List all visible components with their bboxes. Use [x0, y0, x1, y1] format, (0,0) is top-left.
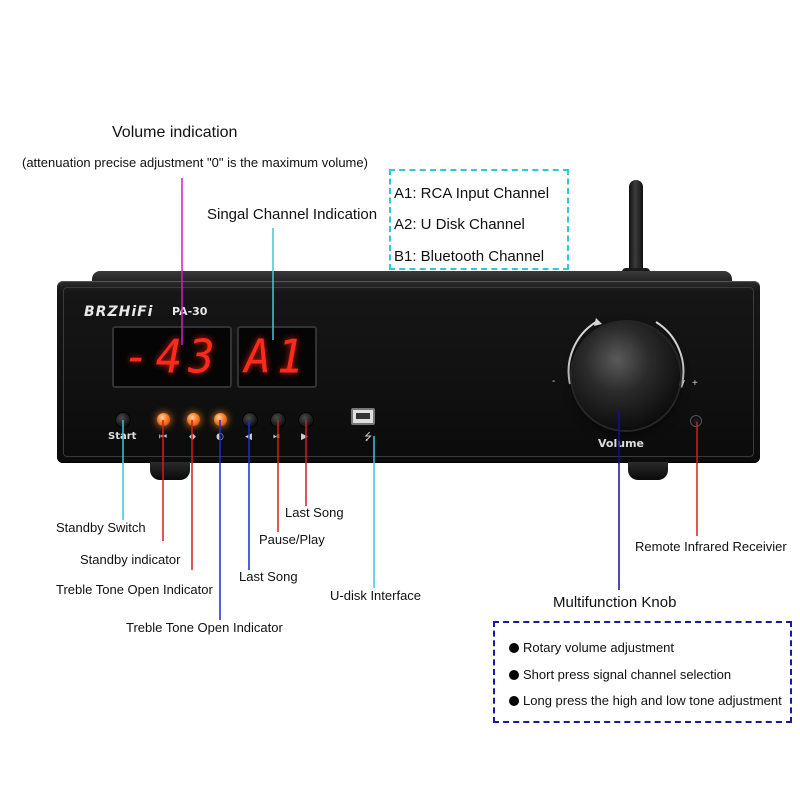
amplifier-foot-left [150, 462, 190, 480]
brand-logo: BRZHiFi [84, 304, 154, 320]
volume-display-value: -43 [123, 330, 221, 384]
remote-ir-label: Remote Infrared Receivier [635, 539, 787, 554]
pause-play-label: Pause/Play [259, 532, 325, 547]
minus-icon: - [552, 376, 556, 387]
multifunction-knob-title: Multifunction Knob [553, 594, 677, 611]
volume-indication-title: Volume indication [112, 124, 238, 141]
bullet-icon [509, 670, 519, 680]
channel-legend-a2: A2: U Disk Channel [394, 216, 525, 233]
usb-port[interactable] [351, 408, 375, 425]
volume-knob-label: Volume [598, 437, 644, 450]
treble-indicator-label-1: Treble Tone Open Indicator [56, 582, 213, 597]
volume-indication-note: (attenuation precise adjustment "0" is t… [22, 155, 368, 170]
standby-switch-label: Standby Switch [56, 520, 146, 535]
channel-display-value: A1 [244, 330, 310, 384]
treble-indicator-label-2: Treble Tone Open Indicator [126, 620, 283, 635]
model-badge: PA-30 [172, 305, 208, 318]
volume-display: -43 [112, 326, 232, 388]
channel-legend-box: A1: RCA Input Channel A2: U Disk Channel… [389, 169, 569, 270]
knob-feature-long-press-text: Long press the high and low tone adjustm… [523, 693, 782, 708]
knob-feature-short-press: Short press signal channel selection [509, 667, 731, 682]
treble-indicator-led-2 [214, 413, 227, 426]
bullet-icon [509, 696, 519, 706]
amplifier-front-panel [63, 287, 754, 457]
bullet-icon [509, 643, 519, 653]
knob-feature-rotary-text: Rotary volume adjustment [523, 640, 675, 655]
treble-indicator-led-1 [187, 413, 200, 426]
knob-feature-long-press: Long press the high and low tone adjustm… [509, 693, 782, 708]
channel-display: A1 [237, 326, 317, 388]
signal-channel-indication-label: Singal Channel Indication [207, 206, 378, 223]
knob-feature-short-press-text: Short press signal channel selection [523, 667, 732, 682]
channel-legend-b1: B1: Bluetooth Channel [394, 248, 545, 265]
last-song-label-1: Last Song [239, 569, 298, 584]
volume-knob[interactable] [572, 322, 680, 430]
usb-icon: ⭍ [364, 432, 373, 443]
standby-indicator-label: Standby indicator [80, 552, 181, 567]
bluetooth-antenna [629, 180, 643, 276]
next-glyph-icon: ▶ [301, 432, 308, 442]
play-pause-glyph-icon: ⏯ [273, 432, 281, 442]
knob-feature-rotary: Rotary volume adjustment [509, 640, 674, 655]
infrared-receiver [690, 415, 702, 427]
udisk-interface-label: U-disk Interface [330, 588, 422, 603]
standby-indicator-led [157, 413, 170, 426]
channel-legend-a1: A1: RCA Input Channel [394, 185, 550, 202]
plus-icon: + [692, 378, 698, 389]
start-label: Start [108, 431, 137, 442]
last-song-label-2: Last Song [285, 505, 344, 520]
last-song-button[interactable] [242, 412, 258, 428]
amplifier-foot-right [628, 462, 668, 480]
knob-features-box: Rotary volume adjustment Short press sig… [493, 621, 792, 723]
